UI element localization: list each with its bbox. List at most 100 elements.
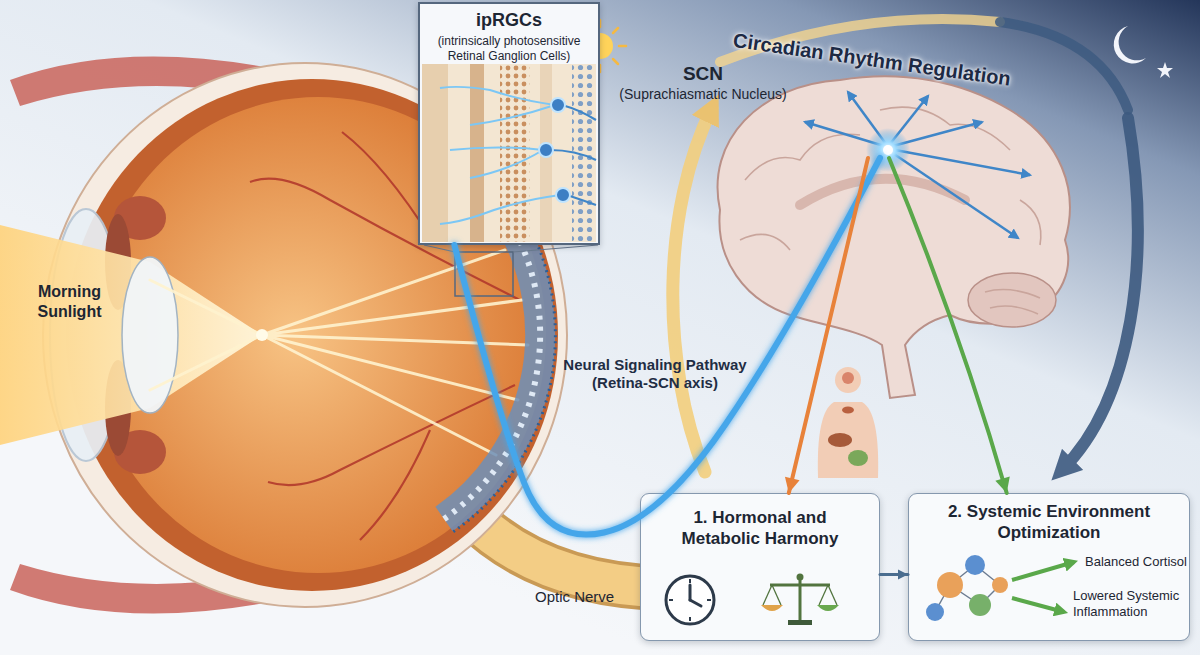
part-label: Optic Nerve <box>535 588 645 606</box>
human-figure <box>835 367 861 393</box>
retina-inset-art <box>556 188 570 202</box>
arrow-head <box>995 477 1009 493</box>
retina-inset-art <box>550 105 596 205</box>
input-label: Morning Sunlight <box>22 282 117 321</box>
node-heading: 1. Hormonal and Metabolic Harmony <box>669 508 851 549</box>
scn-glow <box>866 128 910 172</box>
focal-point <box>256 329 268 341</box>
node-text: Lowered Systemic Inflammation <box>1073 588 1187 620</box>
cell-network-icon <box>935 585 950 612</box>
light-beam <box>0 225 528 455</box>
scn-projections <box>805 92 1030 238</box>
clock-icon <box>666 576 714 624</box>
clock-icon <box>689 579 691 583</box>
light-beam <box>262 335 496 455</box>
balance-icon <box>763 585 772 605</box>
effect-arrows <box>1012 598 1064 612</box>
balance-icon <box>788 620 812 625</box>
scn-projections <box>894 154 1018 238</box>
brain <box>1020 200 1041 245</box>
retina-inset-art <box>422 64 448 242</box>
node-heading: 2. Systemic Environment Optimization <box>917 502 1181 543</box>
effect-arrows <box>1012 562 1074 612</box>
brain <box>740 107 1041 314</box>
brain <box>968 273 1056 327</box>
brain <box>985 290 1040 298</box>
scn-glow <box>866 128 910 172</box>
cell-network-icon <box>980 585 1000 605</box>
node-text: (intrinsically photosensitive Retinal Ga… <box>424 34 594 63</box>
human-figure <box>848 450 868 466</box>
retina-layer <box>444 222 540 519</box>
cycle-arrows <box>1000 22 1128 110</box>
retina-layer <box>444 222 540 519</box>
human-figure <box>818 367 878 478</box>
node-heading: ipRGCs <box>420 10 598 32</box>
moon-icon <box>1157 62 1173 78</box>
node-text: (Suprachiasmatic Nucleus) <box>598 86 808 103</box>
moon-icon <box>1114 26 1173 78</box>
cell-network-icon <box>935 565 1000 612</box>
human-figure <box>842 407 854 414</box>
clock-icon <box>669 579 711 621</box>
cycle-arrows <box>720 19 1000 62</box>
blood-vessels <box>360 430 430 540</box>
human-figure <box>842 372 854 384</box>
clock-icon <box>666 576 714 624</box>
balance-icon <box>770 584 830 587</box>
retina-inset-art <box>440 87 560 224</box>
retina-layer <box>424 215 598 532</box>
retina-inset-art <box>422 64 596 242</box>
cell-network-icon <box>975 565 1000 585</box>
light-beam <box>150 280 262 335</box>
retina-inset-art <box>470 150 543 178</box>
connector <box>889 158 1007 493</box>
retina-layer <box>424 245 455 252</box>
balance-icon <box>828 585 837 605</box>
retina-inset-art <box>422 64 596 242</box>
scn-glow <box>883 145 893 155</box>
connector <box>454 158 880 535</box>
cell-network-icon <box>926 555 1008 621</box>
node-heading: SCN <box>598 62 808 85</box>
effect-arrows <box>1012 562 1074 580</box>
brain <box>718 76 1070 398</box>
clock-icon <box>689 617 691 621</box>
arrow-head <box>898 569 908 579</box>
brain-region-label: SCN(Suprachiasmatic Nucleus) <box>598 60 898 158</box>
balance-icon <box>761 574 839 626</box>
light-beam <box>150 335 262 390</box>
light-beam <box>262 250 505 335</box>
retina-inset-art <box>551 98 565 112</box>
light-beam <box>262 335 518 400</box>
human-figure <box>828 433 852 447</box>
retina-layer <box>455 252 513 296</box>
light-beam <box>0 225 262 445</box>
retina-inset-art <box>540 64 552 242</box>
cycle-arrows <box>673 108 712 472</box>
retina-inset-art <box>572 64 594 242</box>
cell-network-icon <box>950 585 980 605</box>
retina-layer <box>513 245 598 252</box>
light-beam <box>262 300 522 335</box>
brain <box>990 306 1038 314</box>
retina-inset-art <box>562 105 596 120</box>
clock-icon <box>707 599 711 601</box>
cell-network-icon <box>937 572 963 598</box>
balance-icon <box>761 605 783 611</box>
moon-icon <box>1114 26 1146 63</box>
balance-icon <box>819 585 828 605</box>
inset-box: ipRGCs(intrinsically photosensitive Reti… <box>418 2 600 245</box>
brain <box>745 134 860 180</box>
cell-network-icon <box>926 603 944 621</box>
cell-network-icon <box>969 594 991 616</box>
sun-icon <box>619 45 626 48</box>
cycle-arrows <box>1062 118 1138 470</box>
optic-nerve <box>470 515 665 588</box>
retina-inset-art <box>539 98 570 202</box>
connector <box>789 158 868 493</box>
balance-icon <box>763 585 837 605</box>
